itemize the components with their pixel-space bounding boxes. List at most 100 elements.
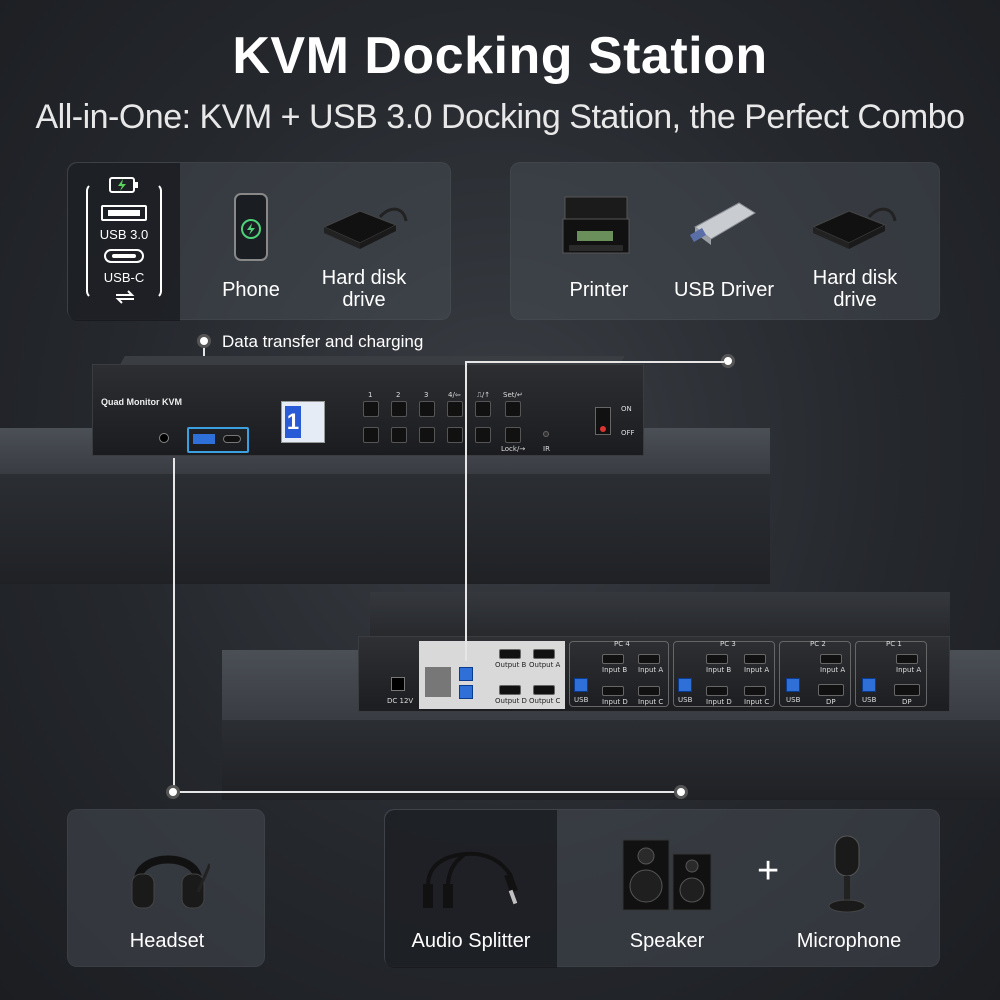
pc1-usb-b xyxy=(862,678,876,692)
printer-label: Printer xyxy=(569,279,629,301)
panel-audio: Audio Splitter Speaker + Microphone xyxy=(384,809,940,968)
hdmi-output-c xyxy=(533,685,555,695)
usb-a-stack xyxy=(425,667,451,697)
pc4-input-a-label: Input A xyxy=(638,666,664,674)
pc3-input-c-label: Input C xyxy=(744,698,770,706)
pc4-input-d-label: Input D xyxy=(602,698,628,706)
key-label-1: 1 xyxy=(368,391,373,399)
audio-splitter-icon xyxy=(423,851,518,908)
lcd-screen: 1 xyxy=(281,401,325,443)
pc1-usb-label: USB xyxy=(862,696,877,704)
key-label-2: 2 xyxy=(396,391,401,399)
speaker-label: Speaker xyxy=(629,930,705,952)
pc4-group: PC 4 USB Input B Input A Input D Input C xyxy=(569,640,669,707)
hdd-label-right: Hard disk drive xyxy=(812,267,898,311)
hard-disk-icon xyxy=(811,207,897,249)
key-3[interactable] xyxy=(419,401,435,417)
usb-driver-label: USB Driver xyxy=(673,279,774,301)
pc2-dp xyxy=(818,684,844,696)
key-1b[interactable] xyxy=(363,427,379,443)
pc3-usb-b xyxy=(678,678,692,692)
page-subtitle: All-in-One: KVM + USB 3.0 Docking Statio… xyxy=(35,98,965,136)
pc1-input-a xyxy=(896,654,918,664)
key-audio[interactable] xyxy=(475,401,491,417)
dc-power-jack xyxy=(391,677,405,691)
phone-label: Phone xyxy=(222,279,280,301)
lower-pedestal xyxy=(222,720,1000,800)
microphone-label: Microphone xyxy=(796,930,902,952)
key-label-6: Set/↵ xyxy=(503,391,523,399)
pc1-dp-label: DP xyxy=(902,698,912,706)
pc4-input-c xyxy=(638,686,660,696)
key-lock[interactable] xyxy=(505,427,521,443)
pc4-input-c-label: Input C xyxy=(638,698,664,706)
pc3-usb-label: USB xyxy=(678,696,693,704)
pc2-usb-label: USB xyxy=(786,696,801,704)
usb-3-label: USB 3.0 xyxy=(99,227,149,242)
model-label: Quad Monitor KVM xyxy=(101,397,182,407)
key-3b[interactable] xyxy=(419,427,435,443)
pc3-input-b xyxy=(706,654,728,664)
output-d-label: Output D xyxy=(495,697,527,705)
hdmi-output-a xyxy=(533,649,555,659)
pc2-group: PC 2 USB Input A DP xyxy=(779,640,851,707)
pc2-label: PC 2 xyxy=(810,640,826,648)
callout-dot xyxy=(197,334,211,348)
switch-on-label: ON xyxy=(621,405,632,413)
ir-sensor xyxy=(543,431,549,437)
key-label-5: ⎍/↑ xyxy=(477,391,491,399)
power-switch[interactable] xyxy=(595,407,611,435)
pc1-input-a-label: Input A xyxy=(896,666,922,674)
key-set[interactable] xyxy=(505,401,521,417)
plus-sign: + xyxy=(757,850,780,892)
key-label-4: 4/⇦ xyxy=(448,391,461,399)
port-bracket xyxy=(86,183,162,299)
pc3-input-a-label: Input A xyxy=(744,666,770,674)
audio-splitter-label: Audio Splitter xyxy=(411,930,531,952)
pc3-input-c xyxy=(744,686,766,696)
pc4-input-d xyxy=(602,686,624,696)
key-label-3: 3 xyxy=(424,391,429,399)
key-4[interactable] xyxy=(447,401,463,417)
pc1-group: PC 1 USB Input A DP xyxy=(855,640,927,707)
key-usb[interactable] xyxy=(475,427,491,443)
battery-charging-icon xyxy=(109,177,138,193)
phone-icon xyxy=(234,193,268,261)
front-usb-c-port xyxy=(223,435,241,443)
headset-icon xyxy=(131,855,210,909)
key-2b[interactable] xyxy=(391,427,407,443)
panel-phone-hdd: USB 3.0 USB-C Phone Hard disk drive xyxy=(67,162,451,321)
headset-label: Headset xyxy=(129,930,205,952)
key-2[interactable] xyxy=(391,401,407,417)
connector-line-audio-v xyxy=(173,458,175,792)
panel-headset: Headset xyxy=(67,809,265,967)
connector-dot-headset xyxy=(166,785,180,799)
kvm-back-panel: DC 12V Output B Output A Output D Output… xyxy=(358,636,950,712)
hard-disk-icon xyxy=(322,207,408,249)
headset-jack xyxy=(159,433,169,443)
connector-dot-audio xyxy=(674,785,688,799)
output-a-label: Output A xyxy=(529,661,561,669)
connector-line-audio-h xyxy=(173,791,681,793)
pc3-input-d-label: Input D xyxy=(706,698,732,706)
key-4b[interactable] xyxy=(447,427,463,443)
usb-c-label: USB-C xyxy=(103,270,145,285)
pc2-usb-b xyxy=(786,678,800,692)
pc1-dp xyxy=(894,684,920,696)
pc3-input-b-label: Input B xyxy=(706,666,732,674)
pc3-label: PC 3 xyxy=(720,640,736,648)
pc3-input-a xyxy=(744,654,766,664)
port-column: USB 3.0 USB-C xyxy=(68,163,180,321)
usb-port-group xyxy=(187,427,249,453)
pc2-input-a-label: Input A xyxy=(820,666,846,674)
key-1[interactable] xyxy=(363,401,379,417)
key-label-lock: Lock/→ xyxy=(501,445,526,453)
usb3-port-1 xyxy=(459,667,473,681)
pc4-input-a xyxy=(638,654,660,664)
callout-text: Data transfer and charging xyxy=(222,332,424,351)
usb3-port-2 xyxy=(459,685,473,699)
pc1-label: PC 1 xyxy=(886,640,902,648)
usb-drive-icon xyxy=(689,202,756,245)
upper-pedestal xyxy=(0,474,770,584)
speaker-icon xyxy=(622,839,712,911)
